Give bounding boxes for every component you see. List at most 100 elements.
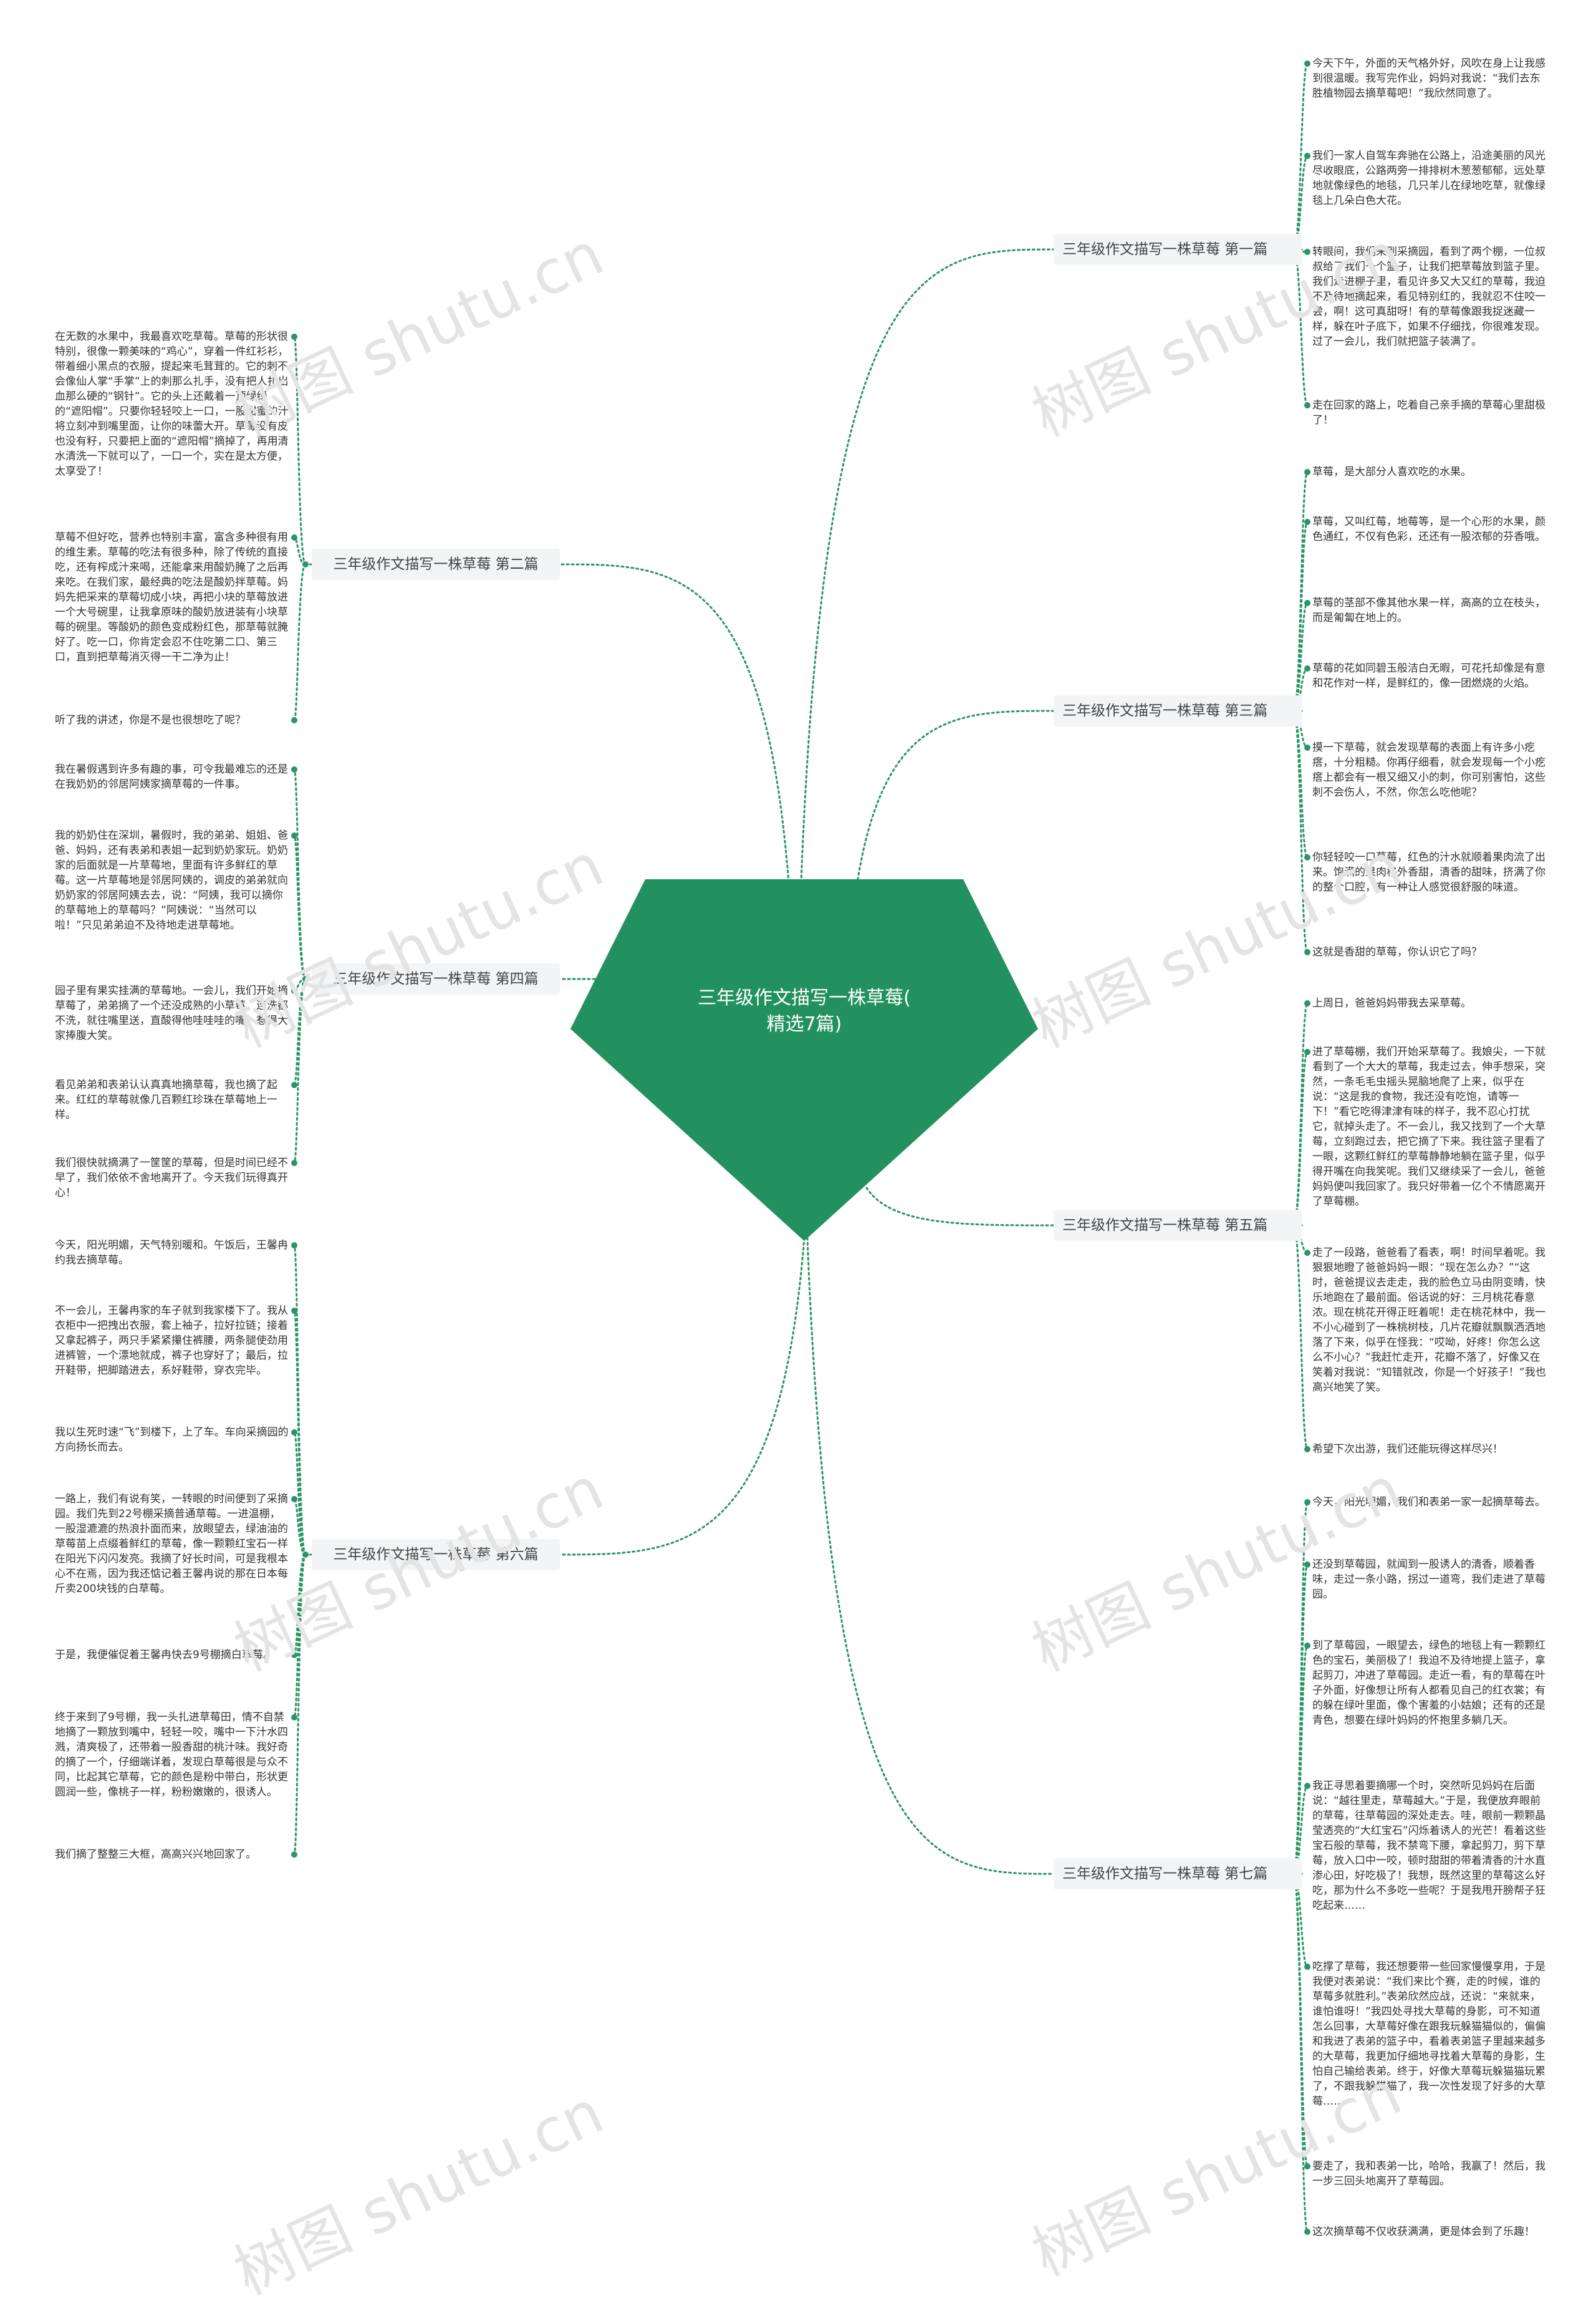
leaf-essay-3-para-7: 这就是香甜的草莓，你认识它了吗？ [1312,946,1482,958]
connector-line [800,248,1055,884]
leaf-essay-5-para-1: 上周日，爸爸妈妈带我去采草莓。 [1312,997,1471,1010]
branch-essay-2[interactable]: 三年级作文描写一株草莓 第二篇 [312,549,560,580]
connector-line [293,1431,307,1556]
leaf-essay-3-para-3: 草莓的茎部不像其他水果一样，高高的立在枝头，而是匍匐在地上的。 [1312,597,1546,624]
connector-line [293,1310,307,1556]
connector-dot [1304,600,1310,606]
connector-dot [291,717,297,723]
leaf-essay-2-para-3: 听了我的讲述，你是不是也很想吃了呢？ [55,714,246,726]
leaf-essay-6-para-1: 今天，阳光明媚，天气特别暖和。午饭后，王馨冉约我去摘草莓。 [55,1239,288,1266]
connector-dot [1304,745,1310,751]
leaf-essay-1-para-1: 今天下午，外面的天气格外好，风吹在身上让我感到很温暖。我写完作业，妈妈对我说：“… [1312,57,1546,100]
connector-dot [291,534,297,541]
connector-dot [291,1496,297,1502]
connector-dot [1304,60,1310,67]
connector-line [293,978,307,1086]
connector-line [559,1237,805,1556]
branch-essay-3[interactable]: 三年级作文描写一株草莓 第三篇 [1054,695,1302,726]
connector-line [1292,1873,1309,2233]
connector-dot [291,1851,297,1858]
connector-dot [1304,1000,1310,1006]
leaf-essay-1-para-3: 转眼间，我们来到采摘园，看到了两个棚，一位叔叔给了我们一个篮子，让我们把草莓放到… [1312,246,1546,348]
connector-dot [1304,2229,1310,2235]
leaf-essay-6-para-5: 于是，我便催促着王馨冉快去9号棚摘白草莓。 [55,1649,274,1661]
leaf-essay-1-para-2: 我们一家人自驾车奔驰在公路上，沿途美丽的风光尽收眼底，公路两旁一排排树木葱葱郁郁… [1312,150,1546,207]
leaf-essay-7-para-6: 要走了，我和表弟一比，哈哈，我赢了！然后，我一步三回头地离开了草莓园。 [1312,2160,1546,2188]
connector-line [1292,1224,1309,1450]
connector-dot [1304,665,1310,672]
connector-dot [291,1714,297,1720]
connector-line [1292,1501,1309,1875]
connector-line [293,563,307,721]
connector-dot [291,832,297,839]
connector-line [806,1237,1055,1875]
connector-line [1292,1051,1309,1227]
leaf-essay-2-para-1: 在无数的水果中，我最喜欢吃草莓。草莓的形状很特别，很像一颗美味的“鸡心”，穿着一… [55,330,289,478]
branch-essay-6[interactable]: 三年级作文描写一株草莓 第六篇 [312,1539,560,1570]
connector-line [293,1498,307,1556]
central-diamond-shape [570,879,1038,1241]
connector-dot [1304,854,1310,861]
connector-dot [1304,949,1310,955]
connector-dot [1304,1049,1310,1055]
leaf-essay-5-para-4: 希望下次出游，我们还能玩得这样尽兴！ [1312,1443,1503,1455]
connector-dot [291,1652,297,1658]
branch-essay-4[interactable]: 三年级作文描写一株草莓 第四篇 [312,963,560,995]
connector-dot [291,766,297,773]
leaf-essay-7-para-1: 今天，阳光明媚，我们和表弟一家一起摘草莓去。 [1312,1496,1546,1508]
connector-dot [291,334,297,340]
leaf-essay-5-para-3: 走了一段路，爸爸看了看表，啊！时间早着呢。我狠狠地瞪了爸爸妈妈一眼：“现在怎么办… [1312,1247,1546,1394]
connector-dot [291,1429,297,1435]
branch-essay-5[interactable]: 三年级作文描写一株草莓 第五篇 [1054,1210,1302,1241]
connector-dot [291,1242,297,1248]
leaf-essay-7-para-7: 这次摘草莓不仅收获满满，更是体会到了乐趣！ [1312,2226,1535,2238]
connector-line [293,335,307,566]
connector-dot [1304,469,1310,475]
branch-essay-1[interactable]: 三年级作文描写一株草莓 第一篇 [1054,234,1302,265]
leaf-essay-4-para-5: 我们很快就摘满了一筐筐的草莓，但是时间已经不早了，我们依依不舍地离开了。今天我们… [55,1157,288,1199]
connector-dot [1304,1561,1310,1568]
leaf-essay-3-para-6: 你轻轻咬一口草莓，红色的汁水就顺着果肉流了出来。饱满的果肉格外香甜，清香的甜味，… [1312,851,1546,894]
connector-line [853,710,1055,905]
connector-dot [1304,402,1310,408]
leaf-essay-6-para-7: 我们摘了整整三大框，高高兴兴地回家了。 [55,1848,256,1861]
connector-dot [291,988,297,994]
leaf-essay-2-para-2: 草莓不但好吃，营养也特别丰富，富含多种很有用的维生素。草莓的吃法有很多种，除了传… [55,531,288,663]
connector-line [865,1187,1055,1227]
connector-dot [1304,1250,1310,1256]
leaf-essay-4-para-2: 我的奶奶住在深圳，暑假时，我的弟弟、姐姐、爸爸、妈妈，还有表弟和表姐一起到奶奶家… [55,829,288,932]
leaf-essay-6-para-6: 终于来到了9号棚，我一头扎进草莓田，情不自禁地摘了一颗放到嘴中，轻轻一咬，嘴中一… [55,1711,288,1798]
leaf-essay-6-para-4: 一路上，我们有说有笑，一转眼的时间便到了采摘园。我们先到22号棚采摘普通草莓。一… [55,1493,288,1595]
connector-dot [1304,1499,1310,1505]
connector-line [293,978,307,1164]
connector-line [293,1553,307,1856]
connector-dot [1304,2163,1310,2169]
leaf-essay-7-para-4: 我正寻思着要摘哪一个时，突然听见妈妈在后面说：“越往里走，草莓越大。”于是，我便… [1312,1780,1546,1912]
leaf-essay-4-para-3: 园子里有果实挂满的草莓地。一会儿，我们开始摘草莓了，弟弟摘了一个还没成熟的小草莓… [55,985,288,1042]
leaf-essay-5-para-2: 进了草莓棚，我们开始采草莓了。我娘尖，一下就看到了一个大大的草莓，我走过去，伸手… [1312,1046,1546,1208]
leaf-essay-1-para-4: 走在回家的路上，吃着自己亲手摘的草莓心里甜极了！ [1312,399,1546,427]
leaf-essay-7-para-5: 吃撑了草莓，我还想要带一些回家慢慢享用，于是我便对表弟说：“我们来比个赛，走的时… [1312,1961,1546,2108]
central-topic-node[interactable]: 三年级作文描写一株草莓( 精选7篇) [570,879,1038,1241]
connector-line [1292,521,1309,712]
connector-dot [1304,1446,1310,1452]
connector-dot [1304,249,1310,255]
leaf-essay-4-para-4: 看见弟弟和表弟认认真真地摘草莓，我也摘了起来。红红的草莓就像几百颗红珍珠在草莓地… [55,1079,277,1121]
connector-dot [1304,519,1310,525]
leaf-essay-3-para-1: 草莓，是大部分人喜欢吃的水果。 [1312,466,1471,478]
leaf-essay-4-para-1: 我在暑假遇到许多有趣的事，可令我最难忘的还是在我奶奶的邻居阿姨家摘草莓的一件事。 [55,763,288,791]
connector-line [1292,248,1309,407]
connector-dot [1304,1783,1310,1789]
connector-dot [291,1160,297,1166]
connector-dot [1304,153,1310,159]
leaf-essay-6-para-2: 不一会儿，王馨冉家的车子就到我家楼下了。我从衣柜中一把拽出衣服，套上袖子，拉好拉… [55,1305,288,1377]
leaf-essay-3-para-4: 草莓的花如同碧玉般洁白无暇，可花托却像是有意和花作对一样，是鲜红的，像一团燃烧的… [1312,662,1546,690]
connector-dot [1304,1964,1310,1970]
leaf-essay-7-para-2: 还没到草莓园，就闻到一股诱人的清香，顺着香味，走过一条小路，拐过一道弯，我们走进… [1312,1558,1546,1601]
connector-line [293,1553,307,1719]
branch-essay-7[interactable]: 三年级作文描写一株草莓 第七篇 [1054,1858,1302,1889]
connector-line [293,834,307,980]
leaf-essay-6-para-3: 我以生死时速“飞”到楼下，上了车。车向采摘园的方向扬长而去。 [55,1426,289,1454]
connector-dot [291,1082,297,1088]
leaf-essay-3-para-5: 摸一下草莓，就会发现草莓的表面上有许多小疙瘩，十分粗糙。你再仔细看，就会发现每一… [1312,741,1546,799]
